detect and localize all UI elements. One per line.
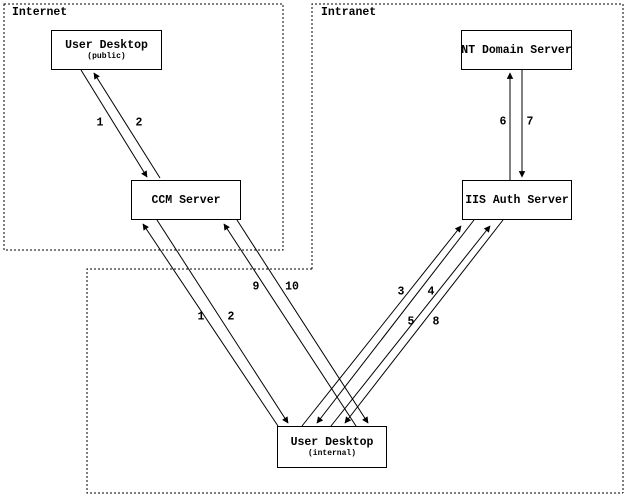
internal-network-region-border [86,268,623,494]
node-subtitle: (internal) [307,449,356,458]
arrow-10-ccm-to-internal-desktop [236,219,369,424]
arrow-1-public-desktop-to-ccm [80,69,148,178]
node-user-desktop-public: User Desktop (public) [51,30,162,70]
node-iis-auth-server: IIS Auth Server [462,180,572,220]
arrow-9-internal-desktop-to-ccm [223,223,357,427]
internet-region-border [3,3,284,251]
node-title: User Desktop [65,39,148,52]
arrow-label-1-public: 1 [96,116,104,130]
node-ccm-server: CCM Server [131,180,241,220]
arrow-5-internal-desktop-to-iis [330,225,491,427]
arrow-2-ccm-to-public-desktop [93,72,161,179]
node-title: User Desktop [290,436,374,449]
node-subtitle: (public) [87,52,126,61]
node-title: IIS Auth Server [465,193,569,207]
arrow-label-1-internal: 1 [197,310,205,324]
arrow-2-ccm-to-internal-desktop [156,219,289,424]
intranet-region-label: Intranet [321,6,377,19]
node-user-desktop-internal: User Desktop (internal) [277,426,387,468]
arrow-label-2-public: 2 [135,116,143,130]
arrow-label-9: 9 [252,280,260,294]
internet-region-label: Internet [12,6,68,19]
arrow-label-8: 8 [432,315,440,329]
arrow-8-iis-to-internal-desktop [344,219,504,424]
arrow-label-10: 10 [285,280,299,294]
arrow-label-2-internal: 2 [227,310,235,324]
arrow-label-4: 4 [427,285,435,299]
arrow-label-6: 6 [499,115,507,129]
arrow-label-5: 5 [407,315,415,329]
node-nt-domain-server: NT Domain Server [461,30,572,70]
intranet-region-border [311,3,624,493]
node-title: CCM Server [151,193,221,207]
node-title: NT Domain Server [461,43,572,57]
arrow-label-3: 3 [397,285,405,299]
arrow-3-internal-desktop-to-iis [301,225,462,427]
arrow-4-iis-to-internal-desktop [316,219,475,424]
arrow-label-7: 7 [526,115,534,129]
arrow-1-internal-desktop-to-ccm [142,223,279,427]
